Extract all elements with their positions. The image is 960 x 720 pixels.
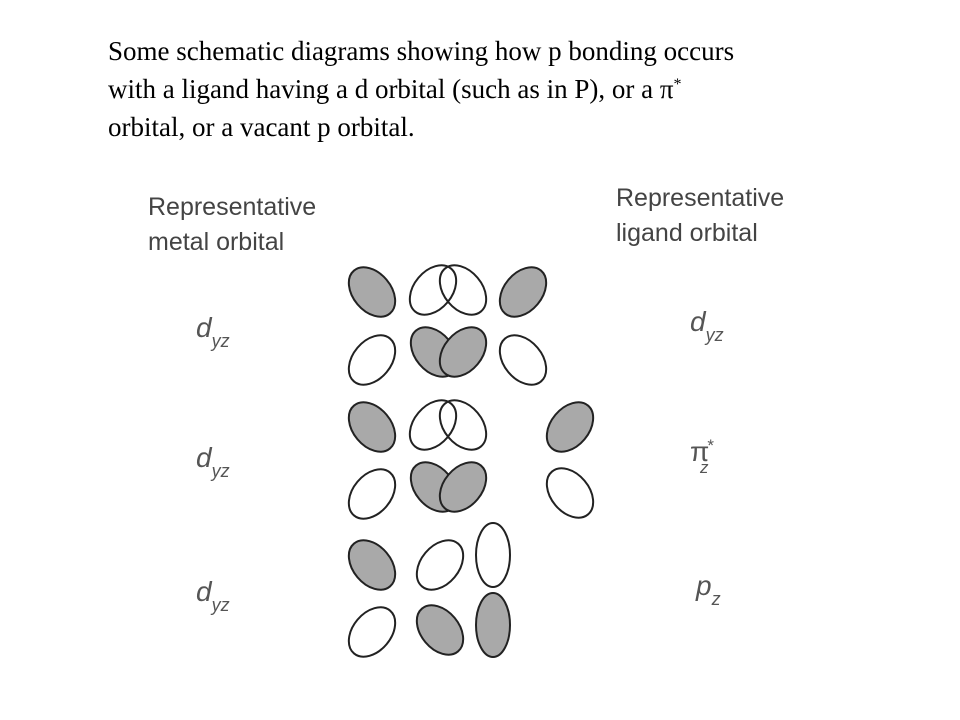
ligand-label-row-1-base: d [690, 306, 706, 337]
metal-label-row-1-base: d [196, 312, 212, 343]
metal-label-row-2-base: d [196, 442, 212, 473]
metal-label-row-2: dyz [196, 442, 230, 482]
metal-label-row-3-sub: yz [211, 595, 230, 615]
ligand-header-line-1: Representative [616, 184, 785, 212]
ligand-lobe-shaded [545, 401, 595, 453]
overlap-lobe-shaded [438, 326, 488, 378]
ligand-p-lobe-shaded [475, 592, 511, 658]
ligand-p-lobe-open [475, 522, 511, 588]
overlap-lobe-shaded [438, 461, 488, 513]
ligand-lobe-open [545, 467, 595, 519]
overlap-lobe-open [415, 539, 465, 591]
caption-line-2-text: with a ligand having a d orbital (such a… [108, 74, 654, 104]
pi-star-superscript: * [673, 76, 682, 93]
overlap-lobe-open [438, 399, 488, 451]
metal-header-line-2: metal orbital [148, 228, 285, 256]
metal-lobe-open [347, 334, 397, 386]
caption-line-3: orbital, or a vacant p orbital. [108, 112, 415, 142]
caption-line-1: Some schematic diagrams showing how p bo… [108, 36, 735, 66]
metal-orbital-header: Representative metal orbital [148, 190, 316, 260]
ligand-lobe-shaded [498, 266, 548, 318]
ligand-label-row-2-base: π [690, 436, 710, 467]
metal-lobe-open [347, 468, 397, 520]
overlap-lobe-shaded [415, 604, 465, 656]
row-2-orbitals [347, 399, 595, 520]
metal-lobe-shaded [347, 401, 397, 453]
metal-label-row-3-base: d [196, 576, 212, 607]
ligand-orbital-header: Representative ligand orbital [616, 181, 784, 251]
ligand-label-row-2-sup: * [707, 436, 714, 455]
metal-label-row-3: dyz [196, 576, 230, 616]
ligand-label-row-3-sub: z [711, 589, 721, 609]
metal-lobe-open [347, 606, 397, 658]
pi-symbol: π [659, 74, 674, 104]
overlap-lobe-open [408, 399, 458, 451]
ligand-label-row-1: dyz [690, 306, 724, 346]
ligand-lobe-open [498, 334, 548, 386]
ligand-header-line-2: ligand orbital [616, 219, 758, 247]
metal-label-row-1-sub: yz [211, 331, 230, 351]
ligand-label-row-3: pz [696, 570, 721, 610]
ligand-label-row-1-sub: yz [705, 325, 724, 345]
overlap-lobe-open [438, 264, 488, 316]
metal-header-line-1: Representative [148, 193, 317, 221]
ligand-label-row-2-sub: z [699, 458, 709, 477]
metal-lobe-shaded [347, 539, 397, 591]
metal-label-row-2-sub: yz [211, 461, 230, 481]
metal-label-row-1: dyz [196, 312, 230, 352]
ligand-label-row-3-base: p [696, 570, 712, 601]
row-3-orbitals [347, 522, 511, 658]
metal-lobe-shaded [347, 266, 397, 318]
overlap-lobe-open [408, 264, 458, 316]
ligand-label-row-2: π* z [690, 436, 724, 477]
caption: Some schematic diagrams showing how p bo… [108, 32, 868, 146]
caption-line-2: with a ligand having a d orbital (such a… [108, 70, 868, 108]
row-1-orbitals [347, 264, 548, 386]
